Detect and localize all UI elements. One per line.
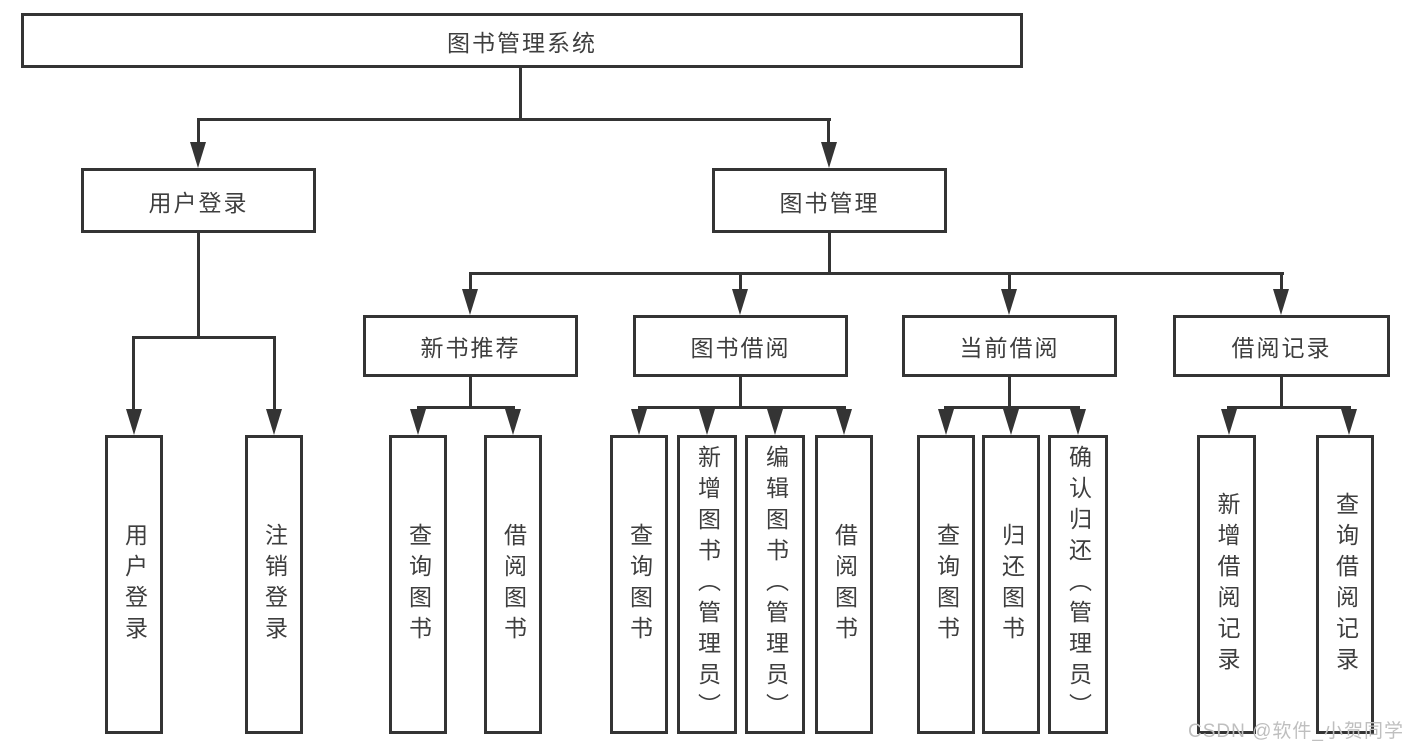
leaf-label: 查询图书	[626, 522, 653, 647]
arrow-down-leaf	[767, 409, 783, 435]
connector-stem-leaf-login	[132, 336, 135, 410]
connector-branch-new-book	[417, 406, 515, 409]
leaf-label: 借阅图书	[500, 522, 527, 647]
leaf-return-book: 归还图书	[982, 435, 1040, 734]
connector-stem-user-login	[197, 118, 200, 146]
arrow-down-book-management	[821, 142, 837, 168]
leaf-label: 查询借阅记录	[1332, 491, 1359, 678]
connector-branch-top	[197, 118, 831, 121]
leaf-label: 借阅图书	[831, 522, 858, 647]
leaf-label: 新增借阅记录	[1214, 491, 1240, 678]
leaf-add-book-admin: 新增图书（管理员）	[677, 435, 737, 734]
leaf-user-login: 用户登录	[105, 435, 163, 734]
connector-book-borrow-stem	[739, 377, 742, 408]
connector-borrow-record-stem	[1280, 377, 1283, 408]
connector-stem-new-book	[469, 272, 472, 291]
arrow-down-leaf-logout	[266, 409, 282, 435]
leaf-query-book-recommend: 查询图书	[389, 435, 447, 734]
leaf-query-book-borrow: 查询图书	[610, 435, 668, 734]
connector-stem-current-borrow	[1008, 272, 1011, 291]
arrow-down-book-borrow	[732, 289, 748, 315]
leaf-logout: 注销登录	[245, 435, 303, 734]
connector-user-login-stem	[197, 233, 200, 337]
leaf-label: 确认归还（管理员）	[1065, 445, 1092, 724]
node-new-book-recommend: 新书推荐	[363, 315, 578, 377]
connector-branch-book-borrow	[638, 406, 846, 409]
csdn-watermark: CSDN @软件_小贺同学	[1188, 721, 1404, 742]
arrow-down-leaf	[836, 409, 852, 435]
leaf-add-borrow-record: 新增借阅记录	[1197, 435, 1256, 734]
connector-stem-book-management	[827, 118, 830, 146]
leaf-label: 注销登录	[261, 522, 288, 647]
node-borrow-record: 借阅记录	[1173, 315, 1390, 377]
leaf-query-book-current: 查询图书	[917, 435, 975, 734]
connector-current-borrow-stem	[1008, 377, 1011, 408]
arrow-down-leaf	[699, 409, 715, 435]
leaf-label: 编辑图书（管理员）	[762, 445, 789, 724]
leaf-borrow-book: 借阅图书	[815, 435, 873, 734]
arrow-down-leaf	[505, 409, 521, 435]
connector-branch-current-borrow	[944, 406, 1080, 409]
leaf-edit-book-admin: 编辑图书（管理员）	[745, 435, 805, 734]
arrow-down-leaf	[938, 409, 954, 435]
arrow-down-borrow-record	[1273, 289, 1289, 315]
arrow-down-user-login	[190, 142, 206, 168]
arrow-down-leaf-login	[126, 409, 142, 435]
node-user-login: 用户登录	[81, 168, 316, 233]
leaf-borrow-book-recommend: 借阅图书	[484, 435, 542, 734]
node-book-management: 图书管理	[712, 168, 947, 233]
arrow-down-leaf	[1003, 409, 1019, 435]
node-current-borrow: 当前借阅	[902, 315, 1117, 377]
leaf-label: 查询图书	[405, 522, 432, 647]
leaf-query-borrow-record: 查询借阅记录	[1316, 435, 1374, 734]
arrow-down-new-book	[462, 289, 478, 315]
leaf-label: 用户登录	[121, 522, 148, 647]
leaf-label: 新增图书（管理员）	[694, 445, 721, 724]
arrow-down-leaf	[631, 409, 647, 435]
connector-book-management-stem	[828, 233, 831, 274]
arrow-down-leaf	[410, 409, 426, 435]
leaf-label: 归还图书	[998, 522, 1025, 647]
connector-stem-leaf-logout	[273, 336, 276, 410]
leaf-label: 查询图书	[933, 522, 960, 647]
node-book-borrow: 图书借阅	[633, 315, 848, 377]
leaf-confirm-return-admin: 确认归还（管理员）	[1048, 435, 1108, 734]
node-root: 图书管理系统	[21, 13, 1023, 68]
arrow-down-leaf	[1221, 409, 1237, 435]
connector-stem-borrow-record	[1280, 272, 1283, 291]
connector-branch-user-login	[133, 336, 276, 339]
arrow-down-leaf	[1070, 409, 1086, 435]
connector-branch-borrow-record	[1227, 406, 1351, 409]
connector-stem-book-borrow	[739, 272, 742, 291]
connector-new-book-stem	[469, 377, 472, 408]
connector-branch-book-management	[469, 272, 1284, 275]
arrow-down-leaf	[1341, 409, 1357, 435]
connector-root-stem	[519, 68, 522, 119]
arrow-down-current-borrow	[1001, 289, 1017, 315]
